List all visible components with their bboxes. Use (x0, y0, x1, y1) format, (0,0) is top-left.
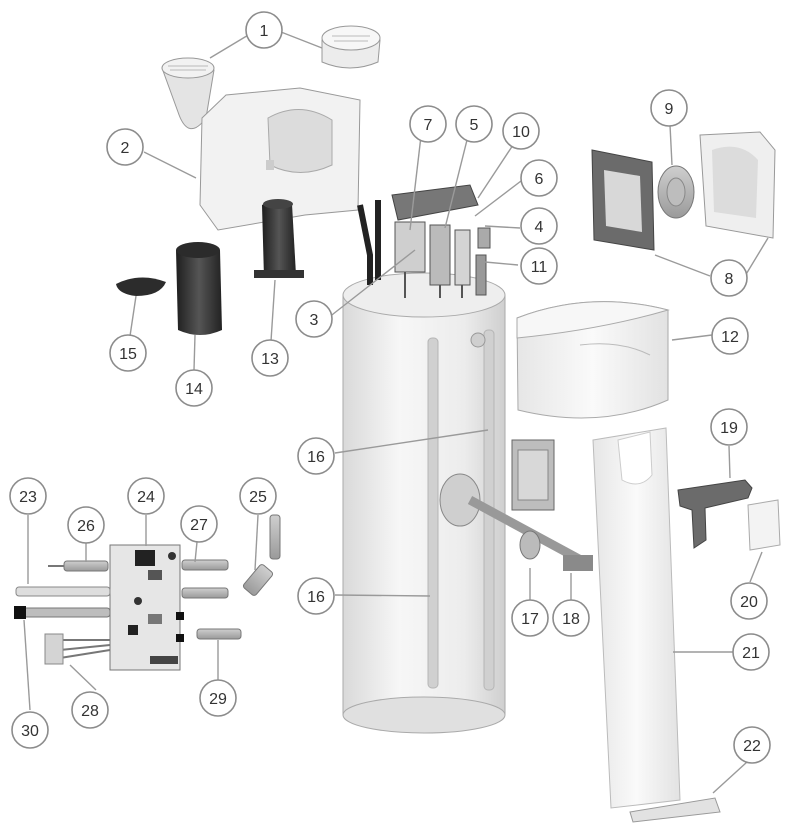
part-heating-element (439, 473, 593, 571)
callout-9: 9 (650, 89, 688, 127)
part-sensor-25 (242, 514, 281, 596)
part-control-box (511, 439, 555, 511)
callout-28: 28 (71, 691, 109, 729)
part-small-panel (747, 499, 781, 551)
callout-11: 11 (520, 247, 558, 285)
callout-5: 5 (455, 105, 493, 143)
svg-text:7: 7 (424, 117, 433, 134)
callout-29: 29 (199, 679, 237, 717)
callout-17: 17 (511, 599, 549, 637)
part-fan-grille-cone (161, 57, 215, 129)
callout-30: 30 (11, 711, 49, 749)
callout-23: 23 (9, 477, 47, 515)
part-cable-bundle-28 (44, 633, 111, 665)
svg-text:30: 30 (21, 723, 39, 740)
callout-10: 10 (502, 112, 540, 150)
callout-26: 26 (67, 506, 105, 544)
part-insulation-jacket (176, 242, 222, 335)
svg-text:16: 16 (307, 449, 325, 466)
svg-text:2: 2 (121, 140, 130, 157)
part-top-cover (199, 87, 361, 231)
part-cable-27 (181, 559, 229, 599)
svg-text:21: 21 (742, 645, 760, 662)
part-heat-pump-assembly (357, 184, 491, 298)
callout-27: 27 (180, 505, 218, 543)
svg-text:1: 1 (260, 23, 269, 40)
callout-18: 18 (552, 599, 590, 637)
leader-lines (23, 31, 769, 794)
callout-22: 22 (733, 726, 771, 764)
svg-text:22: 22 (743, 738, 761, 755)
part-control-board (109, 544, 184, 671)
part-fan-housing-right (699, 131, 776, 239)
svg-text:18: 18 (562, 611, 580, 628)
callout-15: 15 (109, 334, 147, 372)
callout-1: 1 (245, 11, 283, 49)
part-cable-30 (14, 606, 111, 619)
svg-text:9: 9 (665, 101, 674, 118)
part-bottom-trim (629, 797, 721, 823)
svg-text:4: 4 (535, 219, 544, 236)
svg-text:11: 11 (531, 259, 548, 276)
part-handle (677, 479, 753, 549)
part-cable-29 (196, 628, 242, 640)
callout-7: 7 (409, 105, 447, 143)
svg-text:3: 3 (310, 312, 319, 329)
callout-4: 4 (520, 207, 558, 245)
svg-text:15: 15 (119, 346, 137, 363)
part-fan-impeller (657, 165, 695, 219)
callout-25: 25 (239, 477, 277, 515)
callout-16-upper: 16 (297, 437, 335, 475)
part-small-pad (116, 277, 166, 296)
svg-text:12: 12 (721, 329, 739, 346)
callouts: 1 2 3 4 5 6 7 8 9 10 11 12 13 14 15 16 1… (9, 11, 771, 764)
svg-text:28: 28 (81, 703, 99, 720)
callout-6: 6 (520, 159, 558, 197)
part-fan-housing-left (591, 149, 655, 251)
part-cable-26 (48, 560, 109, 572)
callout-8: 8 (710, 259, 748, 297)
callout-16-lower: 16 (297, 577, 335, 615)
svg-text:29: 29 (209, 691, 227, 708)
svg-text:17: 17 (521, 611, 539, 628)
svg-text:27: 27 (190, 517, 208, 534)
svg-text:14: 14 (185, 381, 203, 398)
callout-21: 21 (732, 633, 770, 671)
svg-text:6: 6 (535, 171, 544, 188)
svg-text:20: 20 (740, 594, 758, 611)
svg-text:24: 24 (137, 489, 155, 506)
part-top-lid (516, 301, 670, 419)
callout-3: 3 (295, 300, 333, 338)
svg-text:23: 23 (19, 489, 37, 506)
part-fan-grille-ring (321, 25, 381, 69)
part-cable-23 (15, 586, 111, 597)
svg-text:19: 19 (720, 420, 738, 437)
svg-text:8: 8 (725, 271, 734, 288)
callout-2: 2 (106, 128, 144, 166)
callout-14: 14 (175, 369, 213, 407)
callout-20: 20 (730, 582, 768, 620)
callout-19: 19 (710, 408, 748, 446)
part-front-panel (592, 427, 681, 809)
callout-12: 12 (711, 317, 749, 355)
svg-text:10: 10 (512, 124, 530, 141)
svg-text:13: 13 (261, 351, 279, 368)
callout-24: 24 (127, 477, 165, 515)
callout-13: 13 (251, 339, 289, 377)
part-compressor (254, 199, 304, 278)
svg-text:25: 25 (249, 489, 267, 506)
svg-text:16: 16 (307, 589, 325, 606)
svg-text:26: 26 (77, 518, 95, 535)
svg-text:5: 5 (470, 117, 479, 134)
